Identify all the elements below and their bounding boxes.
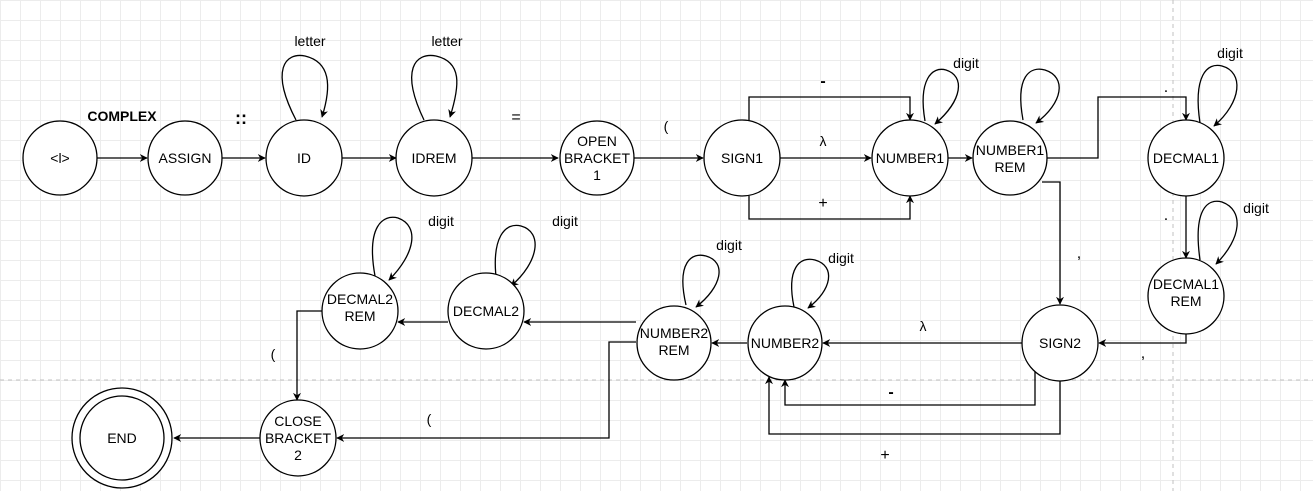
state-number2[interactable]: NUMBER2	[747, 305, 823, 381]
state-number2-rem[interactable]: NUMBER2 REM	[636, 305, 712, 381]
state-decmal1[interactable]: DECMAL1	[1147, 119, 1225, 197]
loop-decmal2rem-digit	[371, 216, 413, 281]
state-number1-label: NUMBER1	[876, 150, 945, 166]
state-idrem[interactable]: IDREM	[395, 119, 473, 197]
state-close-bracket-line3: 2	[294, 447, 302, 463]
loop-decmal1-digit	[1197, 64, 1238, 127]
label-letter-id: letter	[294, 33, 325, 49]
state-number1-rem-line2: REM	[994, 159, 1025, 175]
state-open-bracket[interactable]: OPEN BRACKET 1	[559, 120, 635, 196]
state-sign2[interactable]: SIGN2	[1021, 304, 1099, 382]
label-minus-2: -	[888, 384, 893, 401]
state-decmal2[interactable]: DECMAL2	[447, 272, 525, 350]
state-decmal2-rem[interactable]: DECMAL2 REM	[321, 272, 399, 350]
label-digit-decmal1rem: digit	[1243, 200, 1269, 216]
loop-number1rem-digit	[1020, 68, 1060, 124]
edge-sign2-number2-minus	[781, 370, 1036, 406]
state-decmal1-rem[interactable]: DECMAL1 REM	[1147, 257, 1225, 335]
edge-labels: COMPLEX :: letter letter = ( - λ + digit…	[87, 33, 1269, 464]
state-idrem-label: IDREM	[411, 150, 456, 166]
state-assign-label: ASSIGN	[159, 150, 212, 166]
states: <l> ASSIGN ID IDREM OPEN BRACKET 1 SIGN1…	[22, 119, 1225, 489]
label-letter-idrem: letter	[431, 33, 462, 49]
label-paren-open: (	[664, 118, 669, 134]
state-id-label: ID	[297, 150, 311, 166]
state-sign2-label: SIGN2	[1039, 335, 1081, 351]
label-digit-number2rem: digit	[716, 237, 742, 253]
state-end-label: END	[107, 430, 137, 446]
edge-sign2-number2-plus	[765, 376, 1061, 435]
state-decmal1-label: DECMAL1	[1153, 150, 1219, 166]
label-plus-1: +	[818, 195, 827, 212]
state-close-bracket-line2: BRACKET	[265, 430, 332, 446]
label-paren-2: (	[427, 411, 432, 427]
state-decmal1-rem-line1: DECMAL1	[1153, 276, 1219, 292]
state-start-label: <l>	[50, 150, 69, 166]
state-close-bracket[interactable]: CLOSE BRACKET 2	[259, 399, 337, 477]
state-number1-rem[interactable]: NUMBER1 REM	[972, 120, 1048, 196]
label-digit-decmal2: digit	[552, 213, 578, 229]
state-end[interactable]: END	[71, 387, 173, 489]
loop-number1-digit	[922, 68, 960, 125]
state-decmal2-label: DECMAL2	[453, 303, 519, 319]
label-digit-decmal2rem: digit	[428, 213, 454, 229]
state-decmal1-rem-line2: REM	[1170, 293, 1201, 309]
loop-idrem-letter	[411, 54, 458, 121]
state-start[interactable]: <l>	[22, 120, 98, 196]
label-lambda-1: λ	[820, 133, 827, 149]
state-id[interactable]: ID	[265, 119, 343, 197]
edge-decmal1rem-sign2	[1098, 334, 1187, 347]
edge-number1rem-sign2	[1042, 181, 1064, 305]
loop-decmal2-digit	[494, 224, 536, 287]
edge-decmal2rem-close	[293, 310, 322, 401]
state-number1[interactable]: NUMBER1	[871, 119, 949, 197]
label-comma-2: ,	[1141, 345, 1145, 362]
edges	[97, 54, 1238, 442]
loop-decmal1rem-digit	[1197, 200, 1238, 265]
state-assign[interactable]: ASSIGN	[147, 120, 223, 196]
state-number2-rem-line1: NUMBER2	[640, 325, 709, 341]
label-digit-number1: digit	[953, 55, 979, 71]
edge-number1rem-decmal1	[1047, 96, 1190, 159]
label-minus-1: -	[820, 73, 825, 90]
label-equals: =	[511, 109, 520, 126]
label-digit-number2: digit	[828, 250, 854, 266]
state-sign1[interactable]: SIGN1	[703, 119, 781, 197]
state-sign1-label: SIGN1	[721, 150, 763, 166]
loop-number2-digit	[791, 258, 830, 309]
state-close-bracket-line1: CLOSE	[274, 413, 321, 429]
state-number2-rem-line2: REM	[658, 342, 689, 358]
label-paren-1: (	[271, 346, 276, 362]
state-open-bracket-line2: BRACKET	[564, 150, 631, 166]
label-comma-1: ,	[1077, 245, 1081, 262]
state-decmal2-rem-line2: REM	[344, 308, 375, 324]
edge-number2rem-close	[336, 341, 636, 442]
label-complex: COMPLEX	[87, 108, 157, 124]
loop-number2rem-digit	[682, 254, 720, 308]
label-dot-2: .	[1164, 207, 1168, 224]
state-number1-rem-line1: NUMBER1	[976, 142, 1045, 158]
loop-id-letter	[281, 54, 329, 121]
state-open-bracket-line3: 1	[593, 167, 601, 183]
edge-sign1-number1-minus	[748, 96, 914, 121]
state-open-bracket-line1: OPEN	[577, 133, 617, 149]
label-lambda-2: λ	[920, 318, 927, 334]
label-digit-decmal1: digit	[1217, 45, 1243, 61]
label-dot-1: .	[1164, 79, 1168, 96]
label-double-colon: ::	[235, 108, 247, 128]
edge-sign1-number1-plus	[748, 195, 914, 220]
state-number2-label: NUMBER2	[751, 335, 820, 351]
label-plus-2: +	[880, 447, 889, 464]
state-decmal2-rem-line1: DECMAL2	[327, 291, 393, 307]
